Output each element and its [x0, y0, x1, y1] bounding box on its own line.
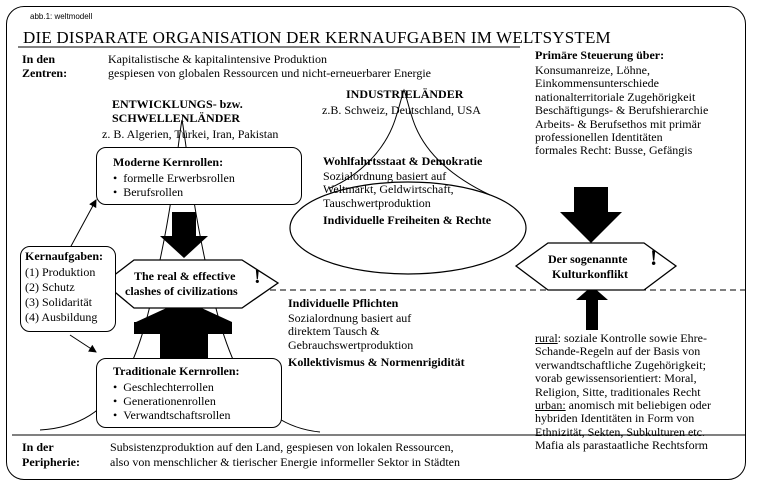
rural-line-text: Religion, Sitte, traditionales Recht	[535, 384, 701, 399]
kernaufgaben-item: (1) Produktion	[25, 265, 96, 279]
pflichten-line: Gebrauchswertproduktion	[288, 337, 414, 352]
pflichten-line: direktem Tausch &	[288, 324, 380, 339]
rural-line-text: verwandtschaftliche Zugehörigkeit;	[535, 357, 706, 372]
urban-line: urban: anomisch mit beliebigen oder	[535, 398, 711, 413]
rural-urban-text: rural: soziale Kontrolle sowie Ehre- Sch…	[535, 331, 711, 453]
traditionale-item: Verwandtschaftsrollen	[113, 408, 230, 422]
kulturkonflikt-mark: !	[650, 245, 658, 270]
arrow-to-traditionale	[69, 334, 97, 353]
kulturkonflikt-line-2: Kulturkonflikt	[552, 267, 629, 281]
steuerung-line: formales Recht: Busse, Gefängis	[535, 143, 693, 158]
steuerung-line: nationalterritoriale Zugehörigkeit	[535, 89, 696, 104]
steuerung-line: Einkommensunterschiede	[535, 76, 659, 91]
urban-line-text: Mafia als parastaatliche Rechtsform	[535, 438, 708, 453]
urban-line: Mafia als parastaatliche Rechtsform	[535, 439, 711, 452]
traditionale-item: Geschlechterrollen	[113, 380, 214, 394]
schwellen-title-1: ENTWICKLUNGS- bzw.	[112, 97, 243, 111]
rural-line-text: vorab gewissensorientiert: Moral,	[535, 371, 697, 386]
kernaufgaben-item: (2) Schutz	[25, 280, 75, 294]
industrie-examples: z.B. Schweiz, Deutschland, USA	[322, 103, 481, 117]
kernaufgaben-title: Kernaufgaben:	[25, 249, 103, 263]
steuerung-line: professionellen Identitäten	[535, 130, 663, 145]
pflichten-title: Individuelle Pflichten	[288, 296, 399, 310]
up-arrow-left-head	[134, 300, 232, 334]
urban-line-text: anomisch mit beliebigen oder	[565, 398, 711, 413]
traditionale-kernrollen-box: Traditionale Kernrollen: Geschlechterrol…	[96, 358, 282, 428]
rural-line: verwandtschaftliche Zugehörigkeit;	[535, 357, 711, 372]
zentren-line-1: Kapitalistische & kapitalintensive Produ…	[108, 52, 327, 66]
peripherie-label-1: In der	[22, 440, 54, 454]
clashes-mark: !	[254, 266, 261, 288]
kernaufgaben-box: Kernaufgaben: (1) Produktion (2) Schutz …	[20, 246, 116, 332]
kernaufgaben-item: (4) Ausbildung	[25, 310, 98, 324]
figure-caption: abb.1: weltmodell	[30, 12, 93, 21]
kernaufgaben-item: (3) Solidarität	[25, 295, 92, 309]
pflichten-lines: Sozialordnung basiert auf direktem Tausc…	[288, 311, 414, 352]
clashes-hexagon	[102, 259, 280, 309]
steuerung-title: Primäre Steuerung über:	[535, 48, 665, 62]
down-arrow-left	[160, 212, 208, 258]
moderne-kernrollen-box: Moderne Kernrollen: formelle Erwerbsroll…	[96, 147, 302, 205]
peripherie-line-2: also von menschlicher & tierischer Energ…	[110, 455, 461, 469]
zentren-label-1: In den	[22, 52, 56, 66]
steuerung-line: Beschäftigungs- & Berufshierarchie	[535, 103, 709, 118]
page-title: DIE DISPARATE ORGANISATION DER KERNAUFGA…	[23, 28, 611, 47]
moderne-item: Berufsrollen	[113, 185, 183, 199]
kulturkonflikt-line-1: Der sogenannte	[548, 252, 628, 266]
rural-line: Religion, Sitte, traditionales Recht	[535, 384, 711, 399]
schwellen-title-2: SCHWELLENLÄNDER	[112, 111, 241, 125]
steuerung-line: Konsumanreize, Löhne,	[535, 63, 650, 77]
urban-line: hybriden Identitäten in Form von	[535, 412, 711, 425]
steuerung-line: Arbeits- & Berufsethos mit primär	[535, 116, 701, 131]
schwellen-examples: z. B. Algerien, Türkei, Iran, Pakistan	[102, 127, 279, 141]
rural-line: Schande-Regeln auf der Basis von	[535, 345, 711, 358]
clashes-line-1: The real & effective	[134, 269, 236, 283]
kulturkonflikt-hexagon	[514, 242, 678, 291]
zentren-line-2: gespiesen von globalen Ressourcen und ni…	[108, 66, 431, 80]
urban-term: urban:	[535, 398, 566, 413]
bell-curve-industrie	[329, 88, 491, 196]
rural-line: vorab gewissensorientiert: Moral,	[535, 372, 711, 385]
rural-line-text: Schande-Regeln auf der Basis von	[535, 344, 701, 359]
wohlfahrt-line: Tauschwertproduktion	[323, 195, 431, 210]
urban-line-text: Ethnizität, Sekten, Subkulturen etc.	[535, 424, 705, 439]
pflichten-line: Sozialordnung basiert auf	[288, 311, 412, 325]
wohlfahrt-line: Weltmarkt, Geldwirtschaft,	[323, 182, 454, 197]
wohlfahrt-lines: Sozialordnung basiert auf Weltmarkt, Gel…	[323, 169, 454, 210]
rural-line: rural: soziale Kontrolle sowie Ehre-	[535, 331, 711, 345]
clashes-line-2: clashes of civilizations	[125, 284, 238, 298]
zentren-label-2: Zentren:	[22, 66, 68, 80]
wohlfahrt-title: Wohlfahrtsstaat & Demokratie	[323, 154, 483, 168]
wohlfahrt-footer: Individuelle Freiheiten & Rechte	[323, 213, 492, 227]
industrie-title: INDUSTRIELÄNDER	[346, 87, 464, 101]
urban-line-text: hybriden Identitäten in Form von	[535, 411, 695, 426]
steuerung-list: Konsumanreize, Löhne, Einkommensuntersch…	[535, 63, 709, 158]
urban-line: Ethnizität, Sekten, Subkulturen etc.	[535, 424, 711, 439]
industrie-ellipse	[289, 181, 527, 275]
down-arrow-right	[560, 187, 622, 243]
up-arrow-left-shaft	[160, 330, 208, 358]
outer-frame	[6, 6, 746, 480]
arrow-to-moderne	[69, 199, 97, 249]
up-arrow-right	[576, 286, 608, 330]
pflichten-footer: Kollektivismus & Normenrigidität	[288, 355, 465, 369]
wohlfahrt-line: Sozialordnung basiert auf	[323, 169, 447, 183]
rural-term: rural	[535, 331, 558, 345]
moderne-item: formelle Erwerbsrollen	[113, 171, 235, 185]
peripherie-label-2: Peripherie:	[22, 455, 80, 469]
rural-line-text: : soziale Kontrolle sowie Ehre-	[557, 331, 707, 345]
peripherie-line-1: Subsistenzproduktion auf den Land, gespi…	[110, 440, 454, 454]
moderne-title: Moderne Kernrollen:	[113, 155, 224, 169]
traditionale-title: Traditionale Kernrollen:	[113, 364, 240, 378]
traditionale-item: Generationenrollen	[113, 394, 216, 408]
